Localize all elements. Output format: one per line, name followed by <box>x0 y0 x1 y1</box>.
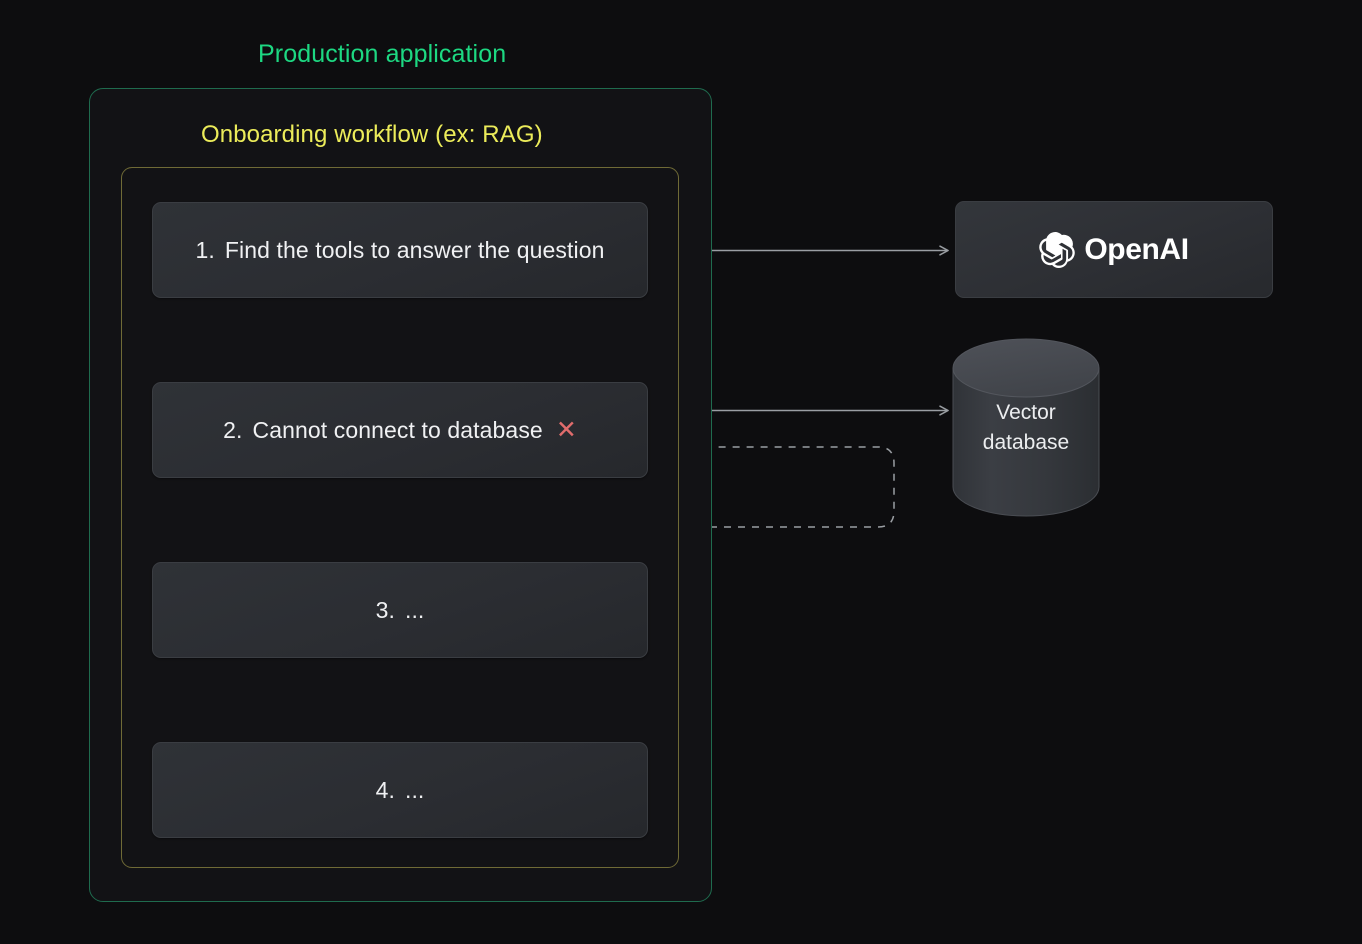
workflow-step-2[interactable]: 2. Cannot connect to database ✕ <box>152 382 648 478</box>
workflow-step-4[interactable]: 4. ... <box>152 742 648 838</box>
onboarding-workflow-title: Onboarding workflow (ex: RAG) <box>201 121 543 148</box>
openai-service-card[interactable]: OpenAI <box>955 201 1273 298</box>
step-4-number: 4. <box>375 776 395 803</box>
step-2-label: Cannot connect to database <box>252 416 543 443</box>
vector-database-label: Vector database <box>953 339 1099 516</box>
connector-retry-feedback <box>640 441 895 528</box>
vector-database-node[interactable]: Vector database <box>953 339 1099 516</box>
onboarding-workflow-container <box>121 167 679 868</box>
step-3-label: ... <box>404 596 425 623</box>
step-1-label: Find the tools to answer the question <box>224 236 605 263</box>
step-2-number: 2. <box>223 416 243 443</box>
openai-logo-icon <box>1039 231 1076 268</box>
vector-database-shape <box>952 338 1100 517</box>
error-cross-icon: ✕ <box>555 415 577 444</box>
step-4-label: ... <box>404 776 425 803</box>
openai-wordmark: OpenAI <box>1084 232 1189 266</box>
step-1-number: 1. <box>195 236 215 263</box>
vector-database-label-line1: Vector <box>996 400 1056 424</box>
production-application-title: Production application <box>258 40 507 68</box>
step-3-number: 3. <box>375 596 395 623</box>
workflow-step-3[interactable]: 3. ... <box>152 562 648 658</box>
workflow-step-1[interactable]: 1. Find the tools to answer the question <box>152 202 648 298</box>
vector-database-label-line2: database <box>982 430 1070 454</box>
